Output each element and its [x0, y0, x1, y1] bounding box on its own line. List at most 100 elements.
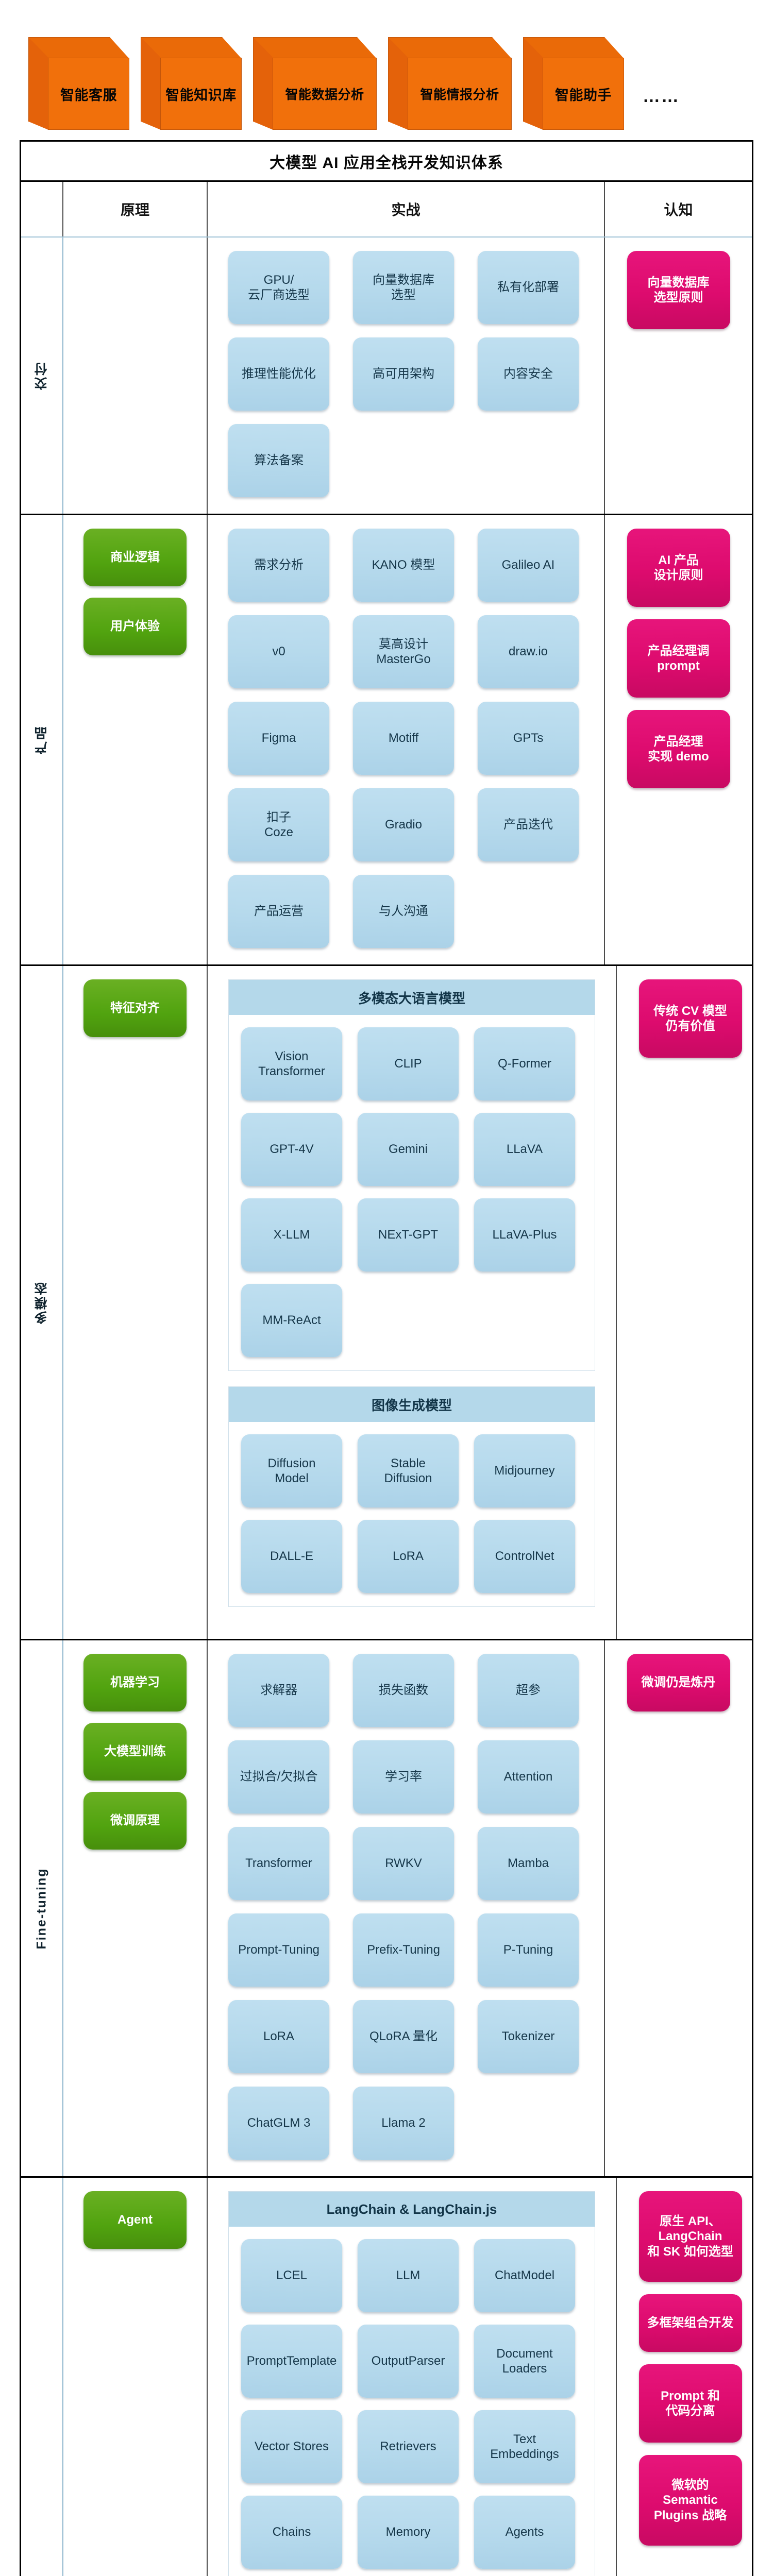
- app-scenario-cube: 智能客服: [28, 37, 129, 130]
- app-scenario-label: 智能知识库: [165, 87, 237, 103]
- practice-chip-row: 求解器损失函数超参: [228, 1654, 579, 1727]
- ellipsis-marker: ……: [643, 86, 680, 106]
- band-practice-cell: GPU/ 云厂商选型向量数据库 选型私有化部署推理性能优化高可用架构内容安全算法…: [208, 238, 605, 514]
- practice-chip-row: 过拟合/欠拟合学习率 Attention: [228, 1740, 579, 1814]
- practice-chip: 内容安全: [478, 337, 579, 411]
- practice-chip: LLaVA: [474, 1113, 575, 1186]
- practice-chip: 需求分析: [228, 529, 329, 602]
- cube-front-face: [48, 58, 129, 130]
- practice-chip: 算法备案: [228, 424, 329, 497]
- matrix-band: 交付 GPU/ 云厂商选型向量数据库 选型私有化部署推理性能优化高可用架构内容安全…: [21, 238, 752, 515]
- practice-chip: Tokenizer: [478, 2000, 579, 2073]
- cognition-chip: 向量数据库 选型原则: [627, 251, 730, 329]
- principle-chip: 商业逻辑: [83, 529, 187, 586]
- practice-chip: ChatModel: [474, 2239, 575, 2312]
- practice-chip: LoRA: [358, 1520, 459, 1593]
- band-row-label-text: 多模态: [35, 1281, 49, 1324]
- knowledge-matrix: 大模型 AI 应用全栈开发知识体系 原理 实战 认知 交付 GPU/ 云厂商选型向…: [20, 140, 753, 2576]
- practice-chip: GPTs: [478, 702, 579, 775]
- practice-chip: Gradio: [353, 788, 454, 861]
- band-cognition-cell: 向量数据库 选型原则: [605, 238, 752, 514]
- practice-chip: KANO 模型: [353, 529, 454, 602]
- band-principle-cell: 特征对齐: [63, 966, 208, 1639]
- practice-chip: 损失函数: [353, 1654, 454, 1727]
- practice-chip: ChatGLM 3: [228, 2087, 329, 2160]
- header-spacer: [21, 182, 63, 236]
- practice-chip: ControlNet: [474, 1520, 575, 1593]
- practice-chip: Motiff: [353, 702, 454, 775]
- practice-chip: P-Tuning: [478, 1913, 579, 1987]
- cognition-chip: AI 产品 设计原则: [627, 529, 730, 607]
- band-principle-cell: 机器学习大模型训练微调原理: [63, 1640, 208, 2176]
- app-scenario-label: 智能客服: [60, 87, 117, 103]
- practice-chip-row: 算法备案: [228, 424, 579, 497]
- matrix-bands: 交付 GPU/ 云厂商选型向量数据库 选型私有化部署推理性能优化高可用架构内容安全…: [21, 238, 752, 2576]
- practice-chip: Attention: [478, 1740, 579, 1814]
- cube-top-face: [388, 37, 512, 59]
- practice-chip: 过拟合/欠拟合: [228, 1740, 329, 1814]
- band-principle-cell: Agent: [63, 2178, 208, 2576]
- matrix-header-row: 原理 实战 认知: [21, 182, 752, 238]
- practice-group-title: LangChain & LangChain.js: [229, 2192, 595, 2227]
- practice-chip: QLoRA 量化: [353, 2000, 454, 2073]
- practice-chip: Retrievers: [358, 2410, 459, 2483]
- header-principle: 原理: [63, 182, 208, 236]
- practice-group-title: 多模态大语言模型: [229, 980, 595, 1015]
- practice-chip: 学习率: [353, 1740, 454, 1814]
- band-row-label-text: 交付: [35, 361, 49, 390]
- band-row-label: 开发框架和工具链: [21, 2178, 63, 2576]
- application-scenarios-strip: 智能客服智能知识库智能数据分析智能情报分析智能助手……: [0, 0, 774, 140]
- cognition-chip: 多框架组合开发: [638, 2294, 742, 2352]
- page-title: 大模型 AI 应用全栈开发知识体系: [21, 142, 752, 182]
- practice-chip-row: 产品运营与人沟通: [228, 875, 579, 948]
- header-practice: 实战: [208, 182, 605, 236]
- practice-chip: NExT-GPT: [358, 1198, 459, 1272]
- practice-chip-row: 推理性能优化高可用架构内容安全: [228, 337, 579, 411]
- principle-chip: 微调原理: [83, 1792, 187, 1850]
- principle-chip: 机器学习: [83, 1654, 187, 1711]
- app-scenario-cube: 智能情报分析: [388, 37, 512, 130]
- practice-group-title: 图像生成模型: [229, 1387, 595, 1422]
- practice-chip: LCEL: [241, 2239, 342, 2312]
- app-scenario-label: 智能助手: [555, 87, 612, 103]
- band-principle-cell: [63, 238, 208, 514]
- band-row-label: 多模态: [21, 966, 63, 1639]
- practice-chip: Text Embeddings: [474, 2410, 575, 2483]
- practice-chip: Vector Stores: [241, 2410, 342, 2483]
- practice-chip: LoRA: [228, 2000, 329, 2073]
- practice-chip: draw.io: [478, 615, 579, 688]
- band-cognition-cell: 微调仍是炼丹: [605, 1640, 752, 2176]
- practice-chip: Vision Transformer: [241, 1027, 342, 1100]
- practice-chip: Gemini: [358, 1113, 459, 1186]
- app-scenario-label: 智能情报分析: [420, 88, 499, 102]
- practice-chip: 求解器: [228, 1654, 329, 1727]
- practice-chip: Diffusion Model: [241, 1434, 342, 1507]
- band-row-label: 产品: [21, 515, 63, 964]
- practice-chip: Agents: [474, 2496, 575, 2569]
- practice-chip: 向量数据库 选型: [353, 251, 454, 324]
- app-scenario-cube: 智能知识库: [141, 37, 242, 130]
- practice-chip: MM-ReAct: [241, 1284, 342, 1357]
- practice-chip: X-LLM: [241, 1198, 342, 1272]
- practice-chip: Memory: [358, 2496, 459, 2569]
- cognition-chip: 原生 API、 LangChain 和 SK 如何选型: [638, 2191, 742, 2282]
- principle-chip: Agent: [83, 2191, 187, 2249]
- band-row-label-text: 产品: [35, 725, 49, 754]
- matrix-band: Fine-tuning 机器学习大模型训练微调原理求解器损失函数超参过拟合/欠拟合…: [21, 1640, 752, 2178]
- band-row-label-text: Fine-tuning: [34, 1867, 49, 1950]
- practice-chip: RWKV: [353, 1827, 454, 1900]
